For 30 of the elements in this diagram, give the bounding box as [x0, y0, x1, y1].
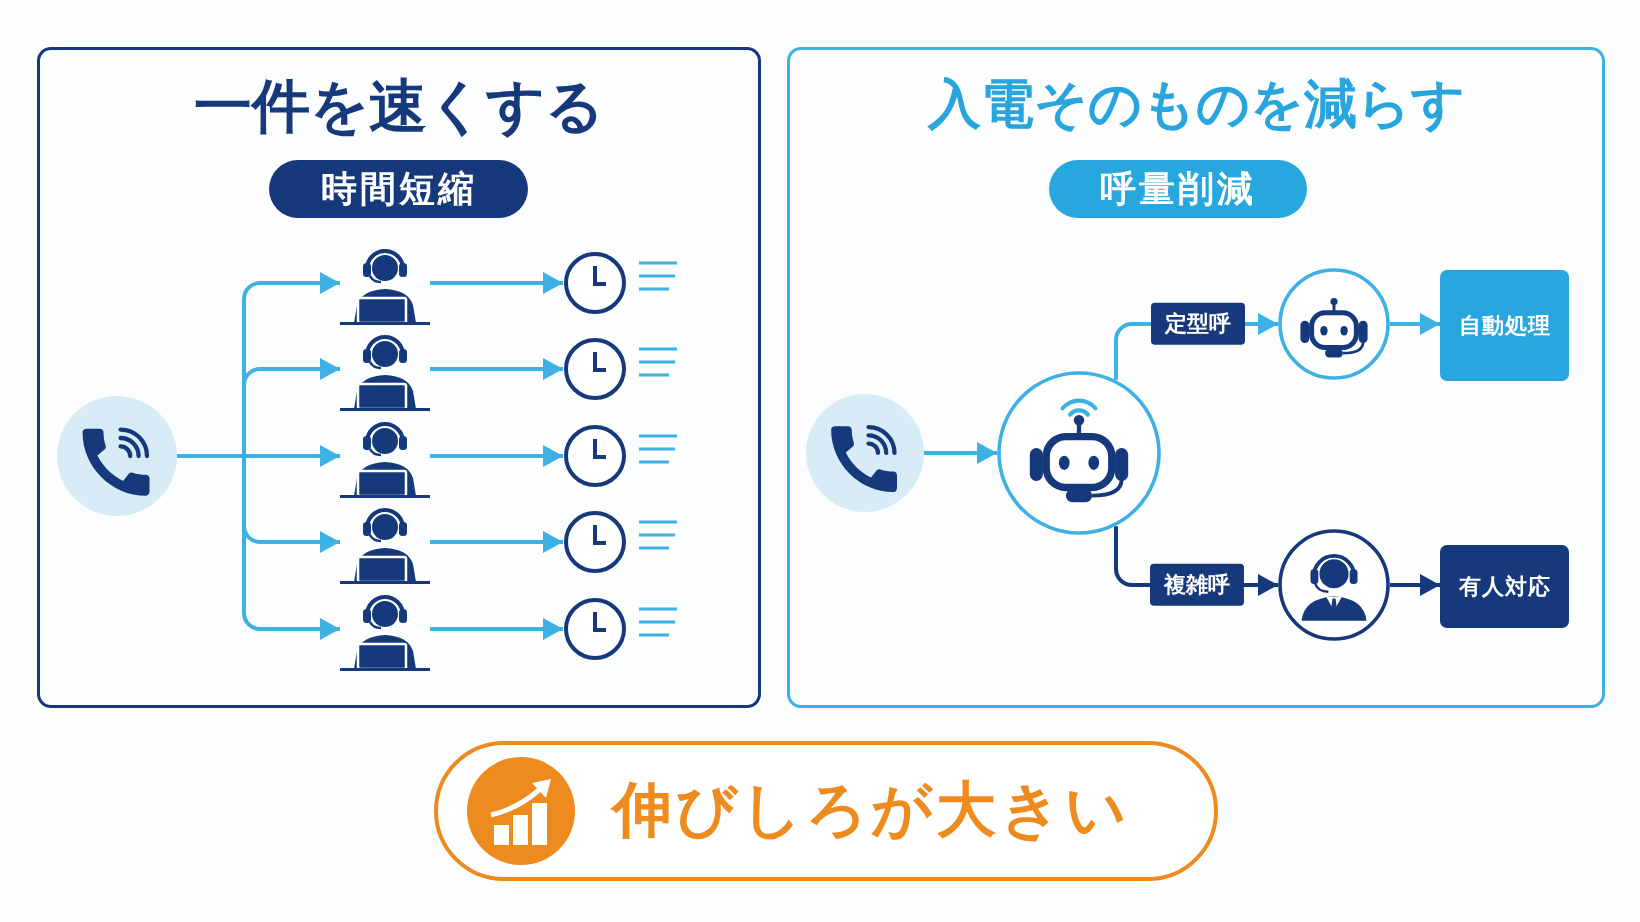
arrow [1390, 313, 1440, 335]
arrow [924, 442, 997, 464]
arrow [430, 358, 563, 380]
operator-icon [1278, 529, 1390, 641]
connector-line [175, 297, 246, 615]
panel-title: 一件を速くする [194, 72, 604, 142]
banner-text: 伸びしろが大きい [612, 773, 1130, 845]
panel [37, 47, 761, 708]
arrow [242, 358, 340, 386]
edge-label: 定型呼 [1151, 302, 1245, 346]
phone-icon [806, 394, 924, 512]
arrow [430, 445, 563, 467]
process-box: 有人対応 [1440, 545, 1569, 628]
arrow [244, 445, 340, 467]
robot-icon [997, 371, 1161, 535]
robot-icon [1278, 268, 1390, 380]
edge-label: 複雑呼 [1150, 563, 1244, 607]
panel-title: 入電そのものを減らす [927, 72, 1465, 136]
process-box: 自動処理 [1440, 270, 1569, 381]
arrow [242, 525, 340, 553]
phone-icon [57, 396, 177, 516]
arrow [242, 272, 340, 300]
panel [787, 47, 1605, 708]
arrow [430, 531, 563, 553]
arrow [242, 612, 340, 640]
arrow [430, 272, 563, 294]
category-tag: 呼量削減 [1049, 160, 1307, 218]
category-tag: 時間短縮 [269, 160, 528, 218]
arrow [430, 618, 563, 640]
arrow [1390, 574, 1440, 596]
